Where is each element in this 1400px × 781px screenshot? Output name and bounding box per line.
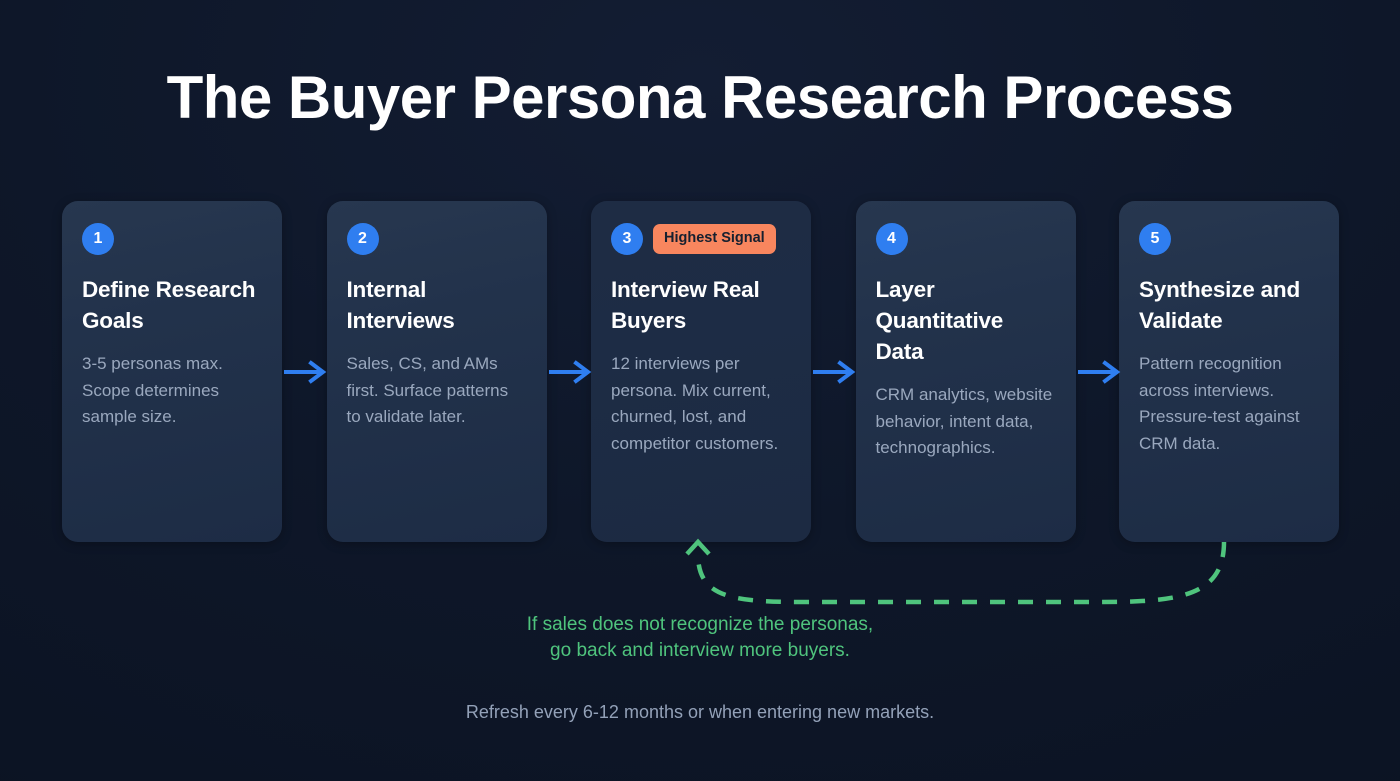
step-title-1: Define Research Goals: [82, 277, 256, 333]
step-number-badge-2: 2: [346, 223, 379, 255]
arrow-connector-4-to-5: [1077, 360, 1124, 384]
step-card-1[interactable]: 1 Define Research Goals 3-5 personas max…: [62, 201, 282, 542]
step-description-2: Sales, CS, and AMs first. Surface patter…: [346, 354, 509, 426]
step-card-3[interactable]: 3 Highest Signal Interview Real Buyers 1…: [591, 201, 811, 542]
step-description-1: 3-5 personas max. Scope determines sampl…: [82, 354, 223, 426]
step-card-3-header: 3 Highest Signal: [611, 223, 791, 255]
feedback-loop-line-1: If sales does not recognize the personas…: [526, 614, 874, 635]
step-number-badge-3: 3: [611, 223, 643, 255]
step-card-5-header: 5: [1139, 223, 1319, 255]
step-number-badge-1: 1: [82, 223, 114, 255]
step-card-4[interactable]: 4 Layer Quantitative Data CRM analytics,…: [855, 201, 1076, 542]
step-description-3: 12 interviews per persona. Mix current, …: [611, 354, 779, 453]
steps-row: 1 Define Research Goals 3-5 personas max…: [62, 201, 1339, 542]
arrow-right-icon: [548, 360, 591, 384]
step-title-5: Synthesize and Validate: [1139, 277, 1300, 333]
arrow-connector-1-to-2: [284, 360, 330, 384]
loop-arrowhead-icon: [685, 538, 711, 556]
step-description-5: Pattern recognition across interviews. P…: [1139, 354, 1300, 453]
step-card-1-header: 1: [82, 223, 262, 255]
footer-note: Refresh every 6-12 months or when enteri…: [465, 702, 935, 722]
arrow-right-icon: [813, 360, 856, 384]
step-description-4: CRM analytics, website behavior, intent …: [875, 385, 1053, 457]
step-card-4-header: 4: [875, 223, 1056, 255]
page-title: The Buyer Persona Research Process: [166, 64, 1234, 131]
highest-signal-badge: Highest Signal: [653, 224, 776, 254]
arrow-right-icon: [284, 360, 327, 384]
feedback-loop-line-2: go back and interview more buyers.: [550, 640, 850, 661]
step-title-3: Interview Real Buyers: [611, 277, 760, 333]
step-card-5[interactable]: 5 Synthesize and Validate Pattern recogn…: [1119, 201, 1339, 542]
arrow-connector-2-to-3: [548, 360, 595, 384]
feedback-loop-label: If sales does not recognize the personas…: [0, 612, 1400, 664]
step-number-badge-5: 5: [1139, 223, 1171, 255]
step-card-2[interactable]: 2 Internal Interviews Sales, CS, and AMs…: [326, 201, 547, 542]
step-card-2-header: 2: [346, 223, 527, 255]
arrow-right-icon: [1077, 360, 1120, 384]
step-title-2: Internal Interviews: [346, 277, 455, 333]
step-number-badge-4: 4: [875, 223, 908, 255]
step-title-4: Layer Quantitative Data: [875, 277, 1004, 364]
arrow-connector-3-to-4: [813, 360, 859, 384]
